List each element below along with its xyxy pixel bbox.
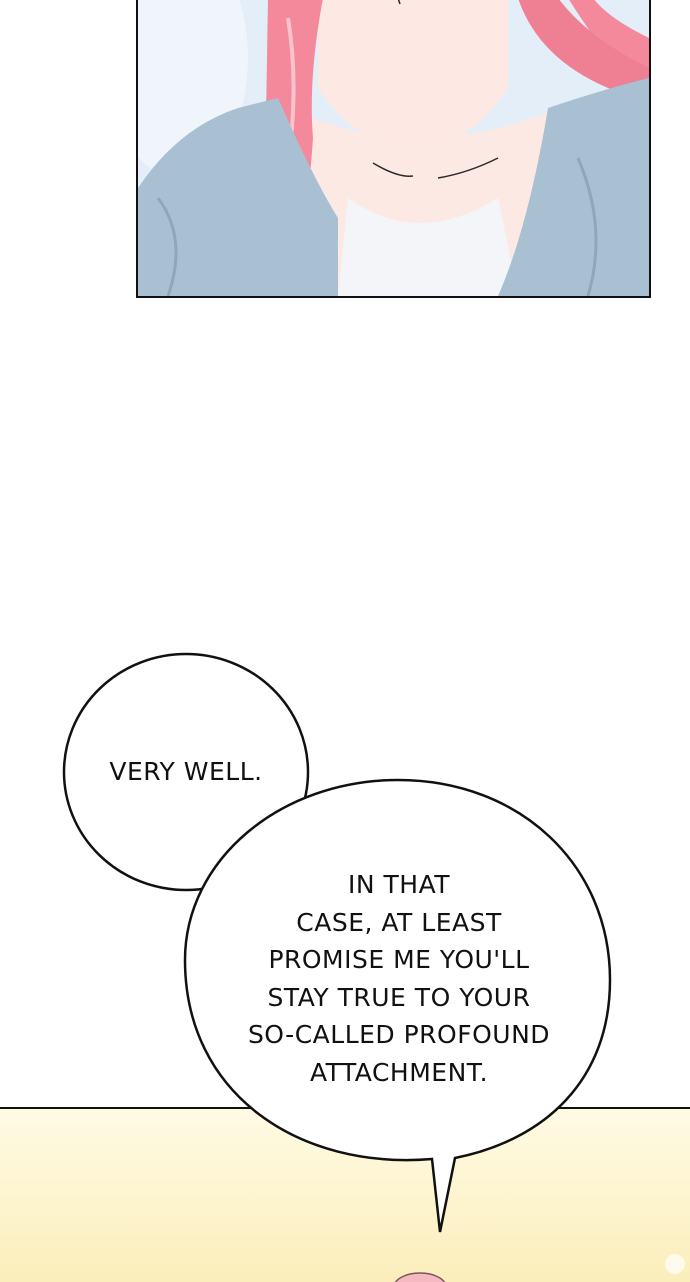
robe-left bbox=[138, 98, 338, 296]
bubble-line: SO-CALLED PROFOUND bbox=[247, 1020, 551, 1049]
comic-panel-top bbox=[136, 0, 651, 298]
robe-right bbox=[498, 78, 649, 296]
bubble-line: STAY TRUE TO YOUR bbox=[267, 982, 531, 1012]
bubble-small-text: VERY WELL. bbox=[109, 757, 263, 786]
speech-bubble-small bbox=[62, 652, 310, 892]
bubble-line: IN THAT bbox=[347, 870, 451, 899]
bubble-line: PROMISE ME YOU'LL bbox=[268, 945, 530, 974]
bubble-line: ATTACHMENT. bbox=[309, 1057, 489, 1087]
neck-skin bbox=[318, 0, 508, 148]
bubble-large-text: IN THAT CASE, AT LEAST PROMISE ME YOU'LL… bbox=[216, 866, 582, 1091]
bubble-line: CASE, AT LEAST bbox=[296, 907, 502, 937]
character-illustration bbox=[138, 0, 649, 296]
speech-bubble-large bbox=[183, 778, 612, 1233]
undershirt bbox=[338, 198, 518, 296]
